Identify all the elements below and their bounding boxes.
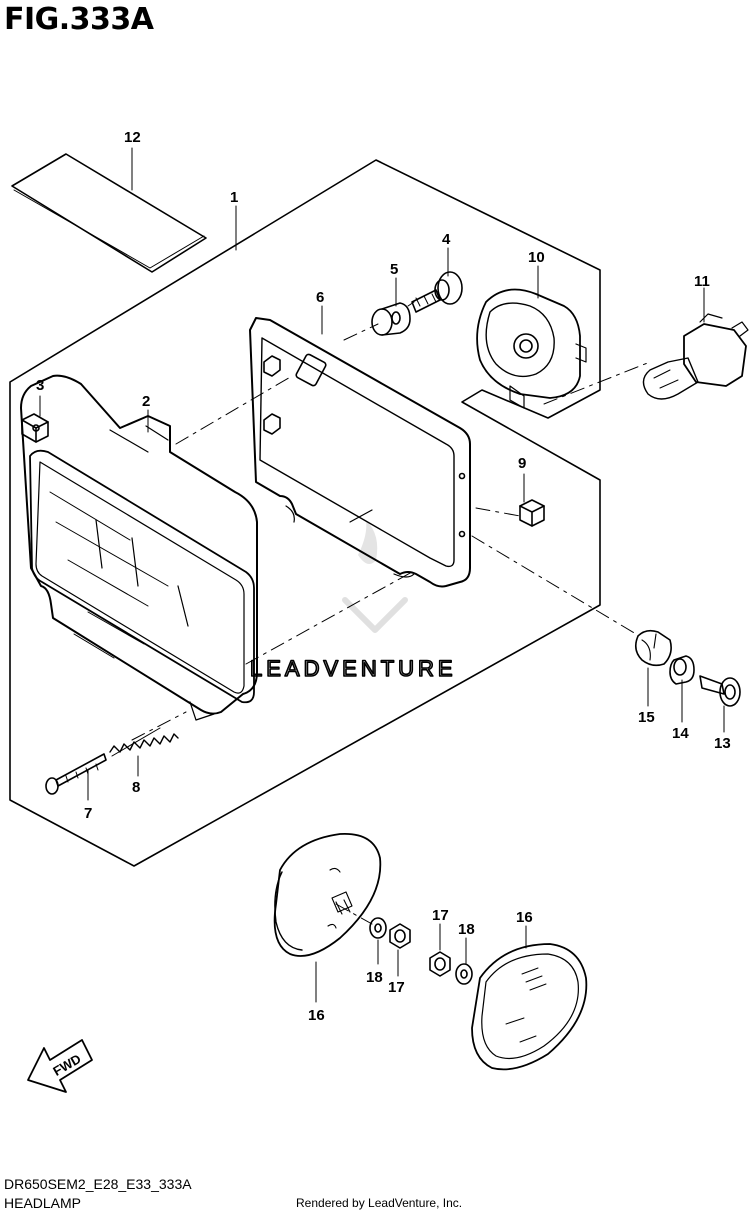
callout-6: 6	[316, 289, 324, 306]
dashed-alignment-lines	[131, 301, 651, 925]
part-12-label-sticker	[11, 153, 207, 273]
part-16-front-cap	[471, 943, 588, 1071]
part-17-nut-b	[429, 951, 451, 977]
part-11-bulb	[642, 313, 749, 400]
callout-16-a: 16	[308, 1007, 325, 1024]
part-16-rear-cap	[273, 833, 382, 957]
callout-2: 2	[142, 393, 150, 410]
fwd-arrow-icon: FWD	[27, 1039, 93, 1093]
figure-title: FIG.333A	[4, 2, 154, 37]
callout-4: 4	[442, 231, 451, 248]
callout-5: 5	[390, 261, 398, 278]
watermark: LEADVENTURE	[249, 520, 457, 682]
part-13-screw	[699, 675, 741, 707]
diagram-code: DR650SEM2_E28_E33_333A	[4, 1176, 192, 1192]
callout-1: 1	[230, 189, 238, 206]
part-3-clip-nut	[21, 399, 49, 443]
callout-15: 15	[638, 709, 655, 726]
part-18-washer-b	[455, 963, 473, 985]
callout-16-b: 16	[516, 909, 533, 926]
part-9-clip-nut	[519, 499, 545, 527]
callout-14: 14	[672, 725, 689, 742]
part-10-socket-cover	[476, 288, 587, 409]
callout-10: 10	[528, 249, 545, 266]
assembly-frame	[9, 159, 601, 867]
callout-18-b: 18	[458, 921, 475, 938]
part-5-grommet	[371, 302, 411, 336]
callout-9: 9	[518, 455, 526, 472]
part-4-adjust-bolt	[411, 271, 463, 313]
callout-17-b: 17	[432, 907, 449, 924]
callout-11: 11	[694, 273, 710, 290]
callout-18-a: 18	[366, 969, 383, 986]
part-8-spring	[109, 727, 179, 757]
diagram-name: HEADLAMP	[4, 1195, 82, 1211]
callout-13: 13	[714, 735, 731, 752]
watermark-text: LEADVENTURE	[250, 656, 457, 681]
part-17-nut-a	[389, 923, 411, 949]
part-7-screw	[45, 753, 107, 795]
callout-17-a: 17	[388, 979, 405, 996]
credit-text: Rendered by LeadVenture, Inc.	[296, 1196, 463, 1210]
callout-3: 3	[36, 377, 44, 394]
part-14-collar	[669, 655, 695, 685]
part-2-headlamp-unit	[20, 374, 258, 721]
callout-7: 7	[84, 805, 92, 822]
callout-8: 8	[132, 779, 140, 796]
leader-lines	[39, 147, 725, 1003]
part-18-washer-a	[369, 917, 387, 939]
part-6-mounting-frame	[249, 317, 471, 588]
callout-12: 12	[124, 129, 141, 146]
part-15-cushion	[634, 629, 672, 667]
